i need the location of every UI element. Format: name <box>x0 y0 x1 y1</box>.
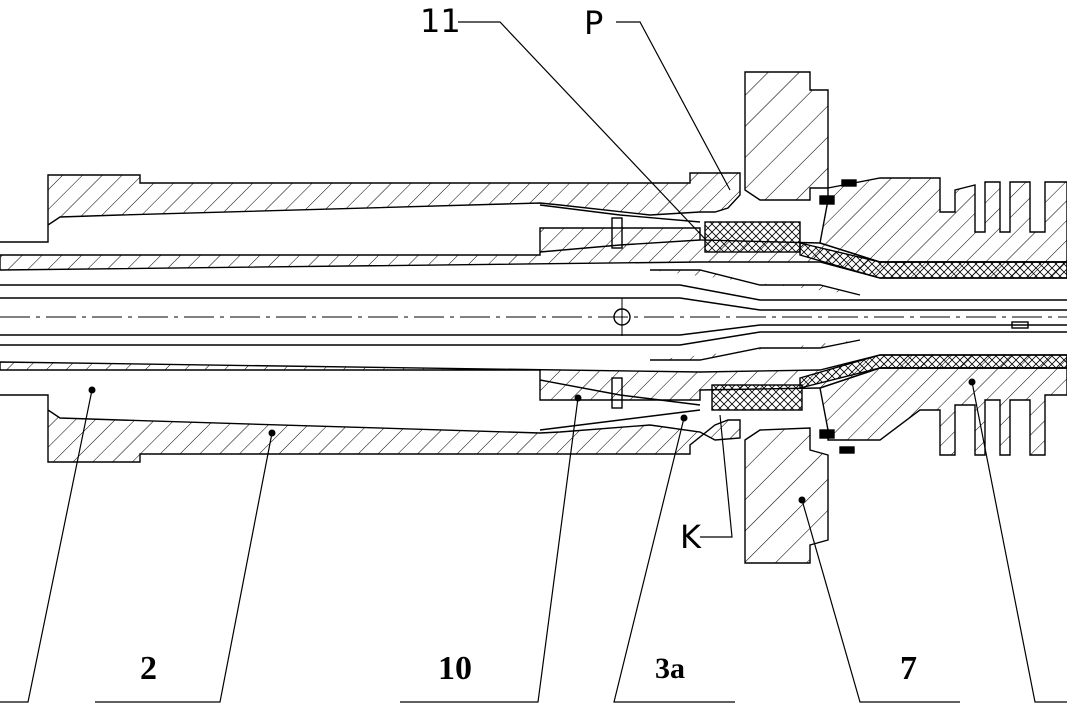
label-7: 7 <box>900 650 917 687</box>
central-tube-upper2 <box>0 297 1067 311</box>
right-collar-lower <box>819 367 1067 456</box>
leader-10 <box>400 397 579 703</box>
label-3a: 3a <box>655 652 685 685</box>
leader-3a <box>613 417 735 703</box>
label-10: 10 <box>438 650 472 687</box>
leader-7 <box>801 499 960 703</box>
leader-2 <box>95 432 273 703</box>
central-tube-upper <box>0 284 1067 301</box>
right-collar-upper <box>819 177 1067 263</box>
upper-housing-body <box>0 172 741 243</box>
leader-p <box>616 21 731 191</box>
label-11: 11 <box>420 2 461 40</box>
label-p: P <box>584 4 604 42</box>
lower-housing-body <box>0 394 741 463</box>
flange-lower <box>744 427 829 564</box>
central-tube-lower2 <box>0 324 1067 336</box>
label-k: K <box>680 518 701 556</box>
seal-upper <box>704 221 801 253</box>
leader-k <box>700 414 733 538</box>
flange-upper <box>744 71 829 201</box>
label-2: 2 <box>140 650 157 687</box>
central-tube-lower <box>0 331 1067 346</box>
leader-11 <box>458 21 707 241</box>
leader-unlabeled-right <box>971 381 1067 703</box>
seal-lower <box>711 384 803 411</box>
leader-unlabeled-left <box>0 389 93 703</box>
